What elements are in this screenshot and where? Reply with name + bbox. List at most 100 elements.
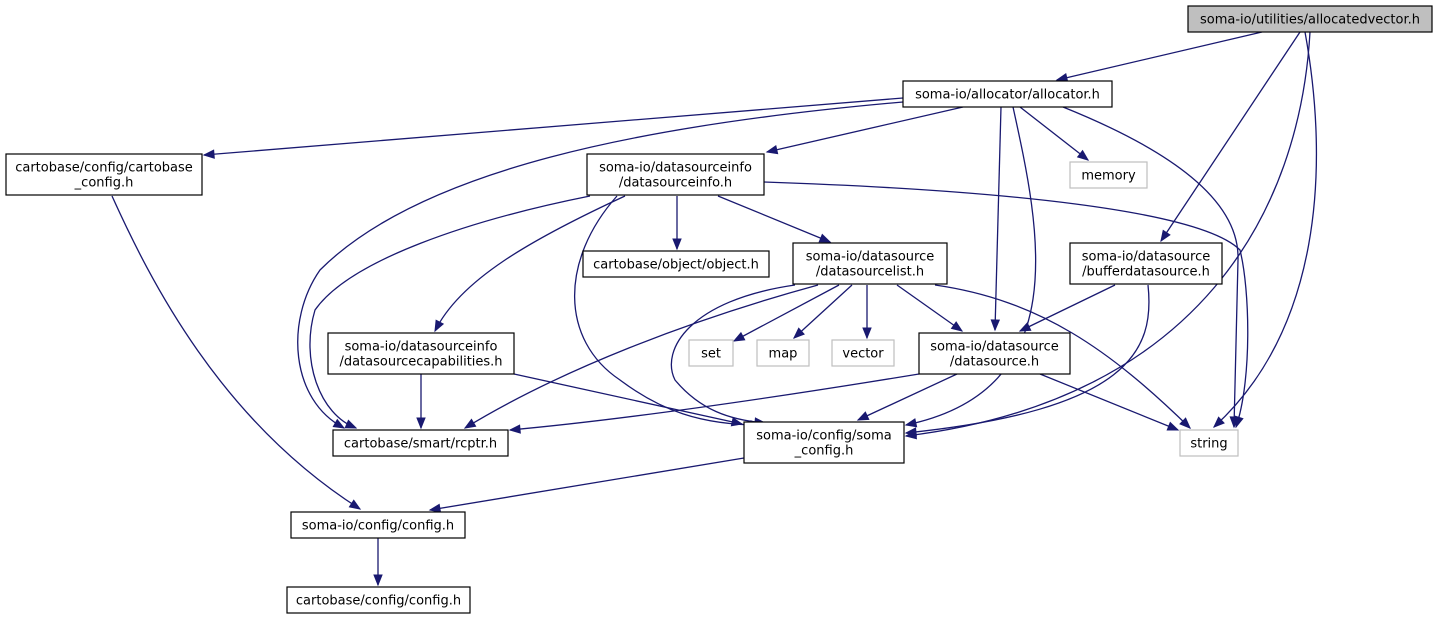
arrowhead-icon bbox=[856, 411, 870, 421]
arrowhead-icon bbox=[730, 417, 744, 427]
node-label: map bbox=[769, 347, 798, 362]
node-bufds[interactable]: soma-io/datasource/bufferdatasource.h bbox=[1069, 242, 1223, 285]
edge-line bbox=[905, 106, 1037, 426]
edge-line bbox=[111, 195, 361, 510]
node-label: set bbox=[701, 347, 721, 362]
edge-dsinfo-to-dscap bbox=[434, 195, 626, 333]
edge-line bbox=[464, 284, 819, 429]
arrowhead-icon bbox=[332, 418, 346, 429]
arrowhead-icon bbox=[1213, 416, 1225, 428]
edge-dsinfo-to-object bbox=[672, 196, 682, 251]
node-box bbox=[1069, 242, 1223, 285]
edge-ds-to-somacfg bbox=[856, 373, 958, 421]
edge-allocator-to-somacfg bbox=[904, 106, 1037, 428]
arrowhead-icon bbox=[1160, 229, 1171, 243]
edge-line bbox=[513, 373, 743, 425]
node-label: soma-io/datasource bbox=[806, 250, 934, 265]
node-dscap[interactable]: soma-io/datasourceinfo/datasourcecapabil… bbox=[327, 332, 515, 375]
edge-line bbox=[297, 101, 904, 429]
edge-dslist-to-vector bbox=[862, 285, 872, 340]
edge-line bbox=[994, 106, 1002, 331]
edge-dsinfo-to-dslist bbox=[717, 195, 832, 243]
edges-layer bbox=[111, 31, 1318, 587]
node-string: string bbox=[1179, 429, 1239, 457]
node-box bbox=[5, 153, 203, 196]
node-cbconfig[interactable]: cartobase/config/config.h bbox=[286, 586, 471, 614]
edge-allocator-to-memory bbox=[1019, 106, 1090, 161]
arrowhead-icon bbox=[990, 319, 1001, 332]
arrowhead-icon bbox=[793, 327, 805, 339]
edge-root-to-allocator bbox=[1055, 31, 1263, 83]
edge-line bbox=[1062, 106, 1239, 428]
node-box bbox=[902, 80, 1113, 108]
node-label: soma-io/config/soma bbox=[756, 429, 892, 444]
node-label: memory bbox=[1081, 169, 1136, 184]
arrowhead-icon bbox=[904, 418, 918, 428]
node-set: set bbox=[688, 339, 734, 367]
node-box bbox=[1179, 429, 1239, 457]
node-box bbox=[688, 339, 734, 367]
node-label: soma-io/datasourceinfo bbox=[345, 340, 498, 355]
node-box bbox=[743, 421, 905, 464]
edge-line bbox=[763, 181, 1249, 428]
edge-allocator-to-rcptr bbox=[297, 101, 904, 429]
arrowhead-icon bbox=[950, 321, 964, 332]
node-root[interactable]: soma-io/utilities/allocatedvector.h bbox=[1187, 5, 1433, 33]
node-box bbox=[756, 339, 810, 367]
node-label: cartobase/config/cartobase bbox=[15, 161, 193, 176]
node-cbcfg[interactable]: cartobase/config/cartobase_config.h bbox=[5, 153, 203, 196]
node-label: /datasourceinfo.h bbox=[619, 176, 732, 191]
node-object[interactable]: cartobase/object/object.h bbox=[582, 250, 770, 278]
arrowhead-icon bbox=[732, 331, 746, 342]
node-dslist[interactable]: soma-io/datasource/datasourcelist.h bbox=[792, 242, 948, 285]
node-ds[interactable]: soma-io/datasource/datasource.h bbox=[918, 332, 1071, 375]
edge-line bbox=[905, 31, 1311, 437]
edge-line bbox=[1056, 31, 1263, 81]
edge-line bbox=[857, 373, 958, 421]
arrowhead-icon bbox=[508, 424, 521, 434]
edge-line bbox=[203, 97, 904, 156]
node-label: /bufferdatasource.h bbox=[1082, 265, 1210, 280]
edge-root-to-string bbox=[1213, 31, 1318, 428]
arrowhead-icon bbox=[1076, 149, 1090, 161]
edge-line bbox=[793, 284, 853, 339]
node-label: soma-io/utilities/allocatedvector.h bbox=[1200, 13, 1420, 28]
node-label: string bbox=[1190, 437, 1227, 452]
edge-bufds-to-somacfg bbox=[904, 284, 1150, 437]
node-siocfg[interactable]: soma-io/config/config.h bbox=[290, 511, 466, 539]
arrowhead-icon bbox=[348, 499, 362, 510]
edge-dslist-to-map bbox=[793, 284, 853, 339]
edge-line bbox=[1213, 31, 1318, 428]
edge-line bbox=[1160, 31, 1301, 242]
node-label: soma-io/allocator/allocator.h bbox=[915, 88, 1100, 103]
arrowhead-icon bbox=[463, 418, 477, 429]
edge-dslist-to-rcptr bbox=[463, 284, 819, 429]
node-box bbox=[332, 429, 509, 457]
edge-cbcfg-to-siocfg bbox=[111, 195, 362, 510]
node-memory: memory bbox=[1069, 161, 1148, 189]
arrowhead-icon bbox=[344, 419, 358, 429]
edge-line bbox=[934, 284, 1191, 429]
node-allocator[interactable]: soma-io/allocator/allocator.h bbox=[902, 80, 1113, 108]
node-box bbox=[286, 586, 471, 614]
edge-siocfg-to-cbconfig bbox=[373, 538, 383, 587]
arrowhead-icon bbox=[1179, 417, 1191, 429]
edge-line bbox=[429, 457, 745, 511]
arrowhead-icon bbox=[818, 233, 832, 243]
arrowhead-icon bbox=[1018, 322, 1032, 332]
node-dsinfo[interactable]: soma-io/datasourceinfo/datasourceinfo.h bbox=[586, 153, 765, 196]
node-somacfg[interactable]: soma-io/config/soma_config.h bbox=[743, 421, 905, 464]
edge-line bbox=[766, 106, 964, 153]
node-vector: vector bbox=[831, 339, 895, 367]
edge-line bbox=[717, 195, 831, 243]
nodes-layer: soma-io/utilities/allocatedvector.h soma-… bbox=[5, 5, 1433, 614]
node-rcptr[interactable]: cartobase/smart/rcptr.h bbox=[332, 429, 509, 457]
edge-allocator-to-ds bbox=[990, 106, 1002, 332]
node-box bbox=[1187, 5, 1433, 33]
edge-dscap-to-rcptr bbox=[416, 374, 426, 430]
edge-line bbox=[509, 373, 920, 431]
node-label: soma-io/config/config.h bbox=[302, 519, 454, 534]
edge-line bbox=[309, 195, 591, 429]
edge-dslist-to-ds bbox=[896, 284, 964, 332]
